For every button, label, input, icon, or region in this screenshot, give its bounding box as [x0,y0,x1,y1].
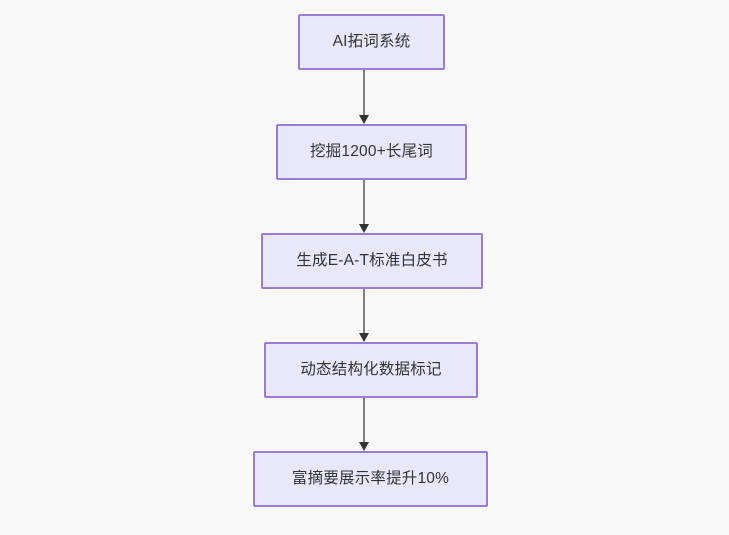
connector-node-1-to-node-2 [357,70,371,124]
flow-node-label: 动态结构化数据标记 [300,361,442,379]
flow-node-generate-eat-whitepaper[interactable]: 生成E-A-T标准白皮书 [261,233,483,289]
flow-node-label: 挖掘1200+长尾词 [309,143,434,161]
arrow-down-icon [359,398,369,451]
connector-node-4-to-node-5 [357,398,371,451]
arrow-down-icon [359,70,369,124]
connector-node-2-to-node-3 [357,180,371,233]
flow-node-label: 富摘要展示率提升10% [291,470,450,488]
flow-node-label: AI拓词系统 [332,33,411,51]
arrow-down-icon [359,180,369,233]
flow-node-dynamic-structured-data-markup[interactable]: 动态结构化数据标记 [264,342,478,398]
flow-node-ai-keyword-system[interactable]: AI拓词系统 [298,14,445,70]
flow-node-mine-longtail-keywords[interactable]: 挖掘1200+长尾词 [276,124,467,180]
arrow-down-icon [359,289,369,342]
connector-node-3-to-node-4 [357,289,371,342]
flow-node-label: 生成E-A-T标准白皮书 [296,252,448,270]
flow-node-rich-snippet-rate-increase[interactable]: 富摘要展示率提升10% [253,451,488,507]
